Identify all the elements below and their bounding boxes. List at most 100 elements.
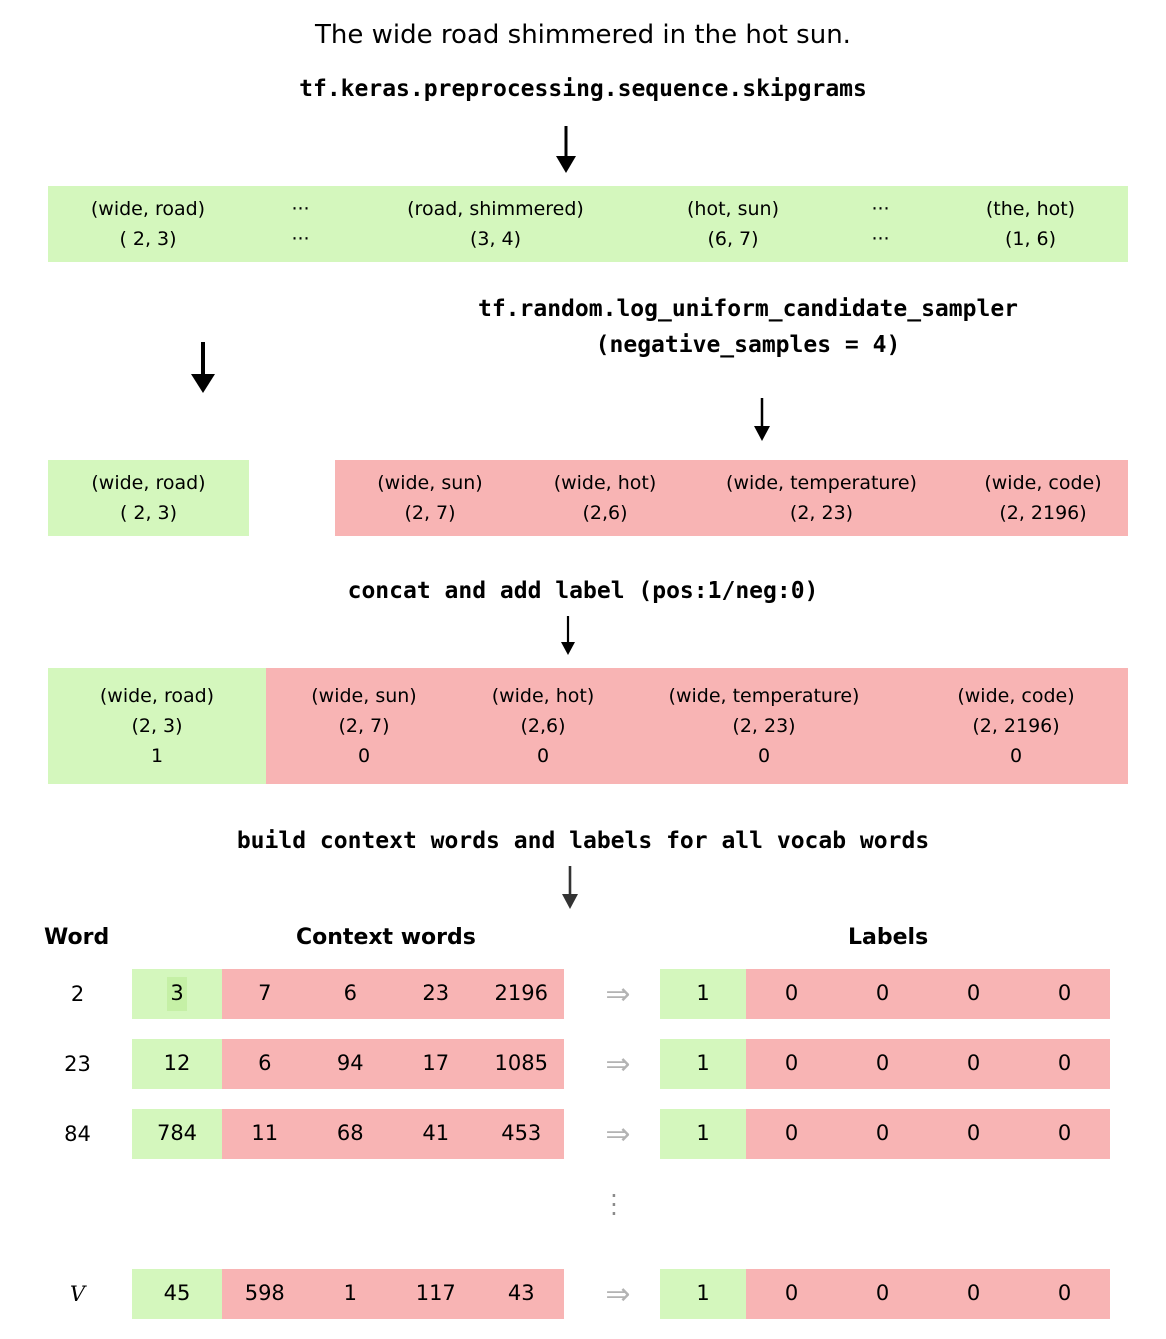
context-cell-positive: 12 [132, 1039, 222, 1089]
pair-text: (wide, road) [91, 471, 206, 494]
label-cell-negative: 0 [837, 1269, 928, 1319]
pair-label: 0 [757, 745, 771, 767]
skipgram-cell-ellipsis: ··· ··· [248, 186, 353, 262]
down-arrow-build [556, 866, 584, 910]
op-sampler-line2: (negative_samples = 4) [595, 331, 901, 358]
pair-text: (wide, hot) [491, 684, 595, 707]
context-words-strip: 12 6 94 17 1085 [132, 1039, 564, 1089]
concat-cell-negative: (wide, code) (2, 2196) 0 [904, 668, 1128, 784]
pair-label: 1 [150, 745, 164, 767]
skipgram-pairs-strip: (wide, road) ( 2, 3) ··· ··· (road, shim… [48, 186, 1128, 262]
pair-text: (wide, road) [99, 684, 215, 707]
labels-strip: 1 0 0 0 0 [660, 1269, 1110, 1319]
label-cell-negative: 0 [928, 1039, 1019, 1089]
context-cell-negative: 94 [307, 1039, 393, 1089]
pair-index: (2, 2196) [972, 714, 1060, 737]
vertical-ellipsis: · · · [604, 1184, 624, 1226]
context-cell-negative: 23 [393, 969, 479, 1019]
double-arrow-icon: ⇒ [605, 1276, 631, 1312]
down-arrow-positive [185, 342, 221, 394]
op-sampler-label: tf.random.log_uniform_candidate_sampler … [330, 292, 1166, 363]
pair-text: (the, hot) [985, 197, 1076, 220]
vocab-table: Word Context words Labels 2 3 7 6 23 219… [0, 925, 1166, 1339]
pair-label: 0 [536, 745, 550, 767]
ellipsis-dot: · [610, 1191, 618, 1219]
pair-text: (wide, road) [90, 197, 206, 220]
table-row: 84 784 11 68 41 453 ⇒ 1 0 0 0 0 [0, 1109, 1166, 1159]
label-cell-negative: 0 [746, 1109, 837, 1159]
label-cell-negative: 0 [837, 969, 928, 1019]
pair-text: ··· [291, 197, 310, 220]
label-cell-negative: 0 [928, 1269, 1019, 1319]
header-labels: Labels [848, 925, 929, 950]
pair-text: (wide, code) [984, 471, 1102, 494]
pair-index: ( 2, 3) [119, 502, 178, 524]
context-cell-negative: 1085 [478, 1039, 564, 1089]
table-row: V 45 598 1 117 43 ⇒ 1 0 0 0 0 [0, 1269, 1166, 1319]
context-cell-negative: 68 [307, 1109, 393, 1159]
context-cell-negative: 11 [222, 1109, 308, 1159]
header-context-words: Context words [296, 925, 476, 950]
pair-text: (wide, hot) [553, 471, 657, 494]
op-skipgrams-label: tf.keras.preprocessing.sequence.skipgram… [299, 76, 867, 102]
double-arrow-icon: ⇒ [605, 976, 631, 1012]
label-cell-negative: 0 [1019, 1109, 1110, 1159]
word-cell: 84 [64, 1122, 91, 1146]
label-cell-negative: 0 [1019, 1039, 1110, 1089]
down-arrow-negative [748, 398, 776, 442]
context-words-strip: 784 11 68 41 453 [132, 1109, 564, 1159]
pair-index: (6, 7) [707, 228, 759, 250]
pair-text: (road, shimmered) [407, 197, 584, 220]
context-cell-negative: 41 [393, 1109, 479, 1159]
context-cell-negative: 7 [222, 969, 308, 1019]
negative-sample-cell: (wide, code) (2, 2196) [958, 460, 1128, 536]
pair-index: (2, 23) [732, 714, 796, 737]
context-cell-positive: 784 [132, 1109, 222, 1159]
skipgram-cell: (wide, road) ( 2, 3) [48, 186, 248, 262]
pair-index: (3, 4) [469, 228, 522, 250]
pair-label: 0 [357, 745, 371, 767]
context-cell-negative: 1 [307, 1269, 393, 1319]
op-sampler-line1: tf.random.log_uniform_candidate_sampler [477, 296, 1019, 322]
pair-index: (2, 7) [338, 714, 390, 737]
negative-sample-cell: (wide, sun) (2, 7) [335, 460, 525, 536]
pair-text: (wide, temperature) [726, 471, 917, 494]
context-cell-negative: 43 [478, 1269, 564, 1319]
negative-sample-cell: (wide, temperature) (2, 23) [685, 460, 958, 536]
label-cell-negative: 0 [928, 1109, 1019, 1159]
context-cell-negative: 453 [478, 1109, 564, 1159]
labels-strip: 1 0 0 0 0 [660, 1109, 1110, 1159]
context-value: 3 [167, 977, 187, 1011]
pair-text: (wide, sun) [311, 684, 417, 707]
label-cell-negative: 0 [837, 1109, 928, 1159]
negative-samples-box: (wide, sun) (2, 7) (wide, hot) (2,6) (wi… [335, 460, 1128, 536]
table-ellipsis-row [0, 1179, 1166, 1249]
context-cell-negative: 17 [393, 1039, 479, 1089]
word-cell: 2 [70, 982, 85, 1006]
label-cell-negative: 0 [746, 1269, 837, 1319]
pair-index: ( 2, 3) [119, 228, 177, 250]
label-cell-negative: 0 [1019, 1269, 1110, 1319]
double-arrow-icon: ⇒ [605, 1116, 631, 1152]
pair-index: (2, 2196) [999, 502, 1087, 524]
context-cell-positive: 45 [132, 1269, 222, 1319]
pair-index: ··· [871, 228, 890, 250]
label-cell-negative: 0 [1019, 969, 1110, 1019]
context-cell-positive: 3 [132, 969, 222, 1019]
down-arrow-concat [556, 616, 580, 656]
label-cell-negative: 0 [837, 1039, 928, 1089]
context-cell-negative: 117 [393, 1269, 479, 1319]
header-word: Word [44, 925, 110, 950]
labels-strip: 1 0 0 0 0 [660, 969, 1110, 1019]
label-cell-positive: 1 [660, 1269, 746, 1319]
context-words-strip: 3 7 6 23 2196 [132, 969, 564, 1019]
pair-index: (2, 3) [131, 714, 183, 737]
pair-index: (1, 6) [1004, 228, 1057, 250]
positive-sample-box: (wide, road) ( 2, 3) [48, 460, 249, 536]
negative-sample-cell: (wide, hot) (2,6) [525, 460, 685, 536]
label-cell-positive: 1 [660, 969, 746, 1019]
pair-text: (hot, sun) [686, 197, 779, 220]
labels-strip: 1 0 0 0 0 [660, 1039, 1110, 1089]
table-row: 2 3 7 6 23 2196 ⇒ 1 0 0 0 0 [0, 969, 1166, 1019]
context-cell-negative: 598 [222, 1269, 308, 1319]
